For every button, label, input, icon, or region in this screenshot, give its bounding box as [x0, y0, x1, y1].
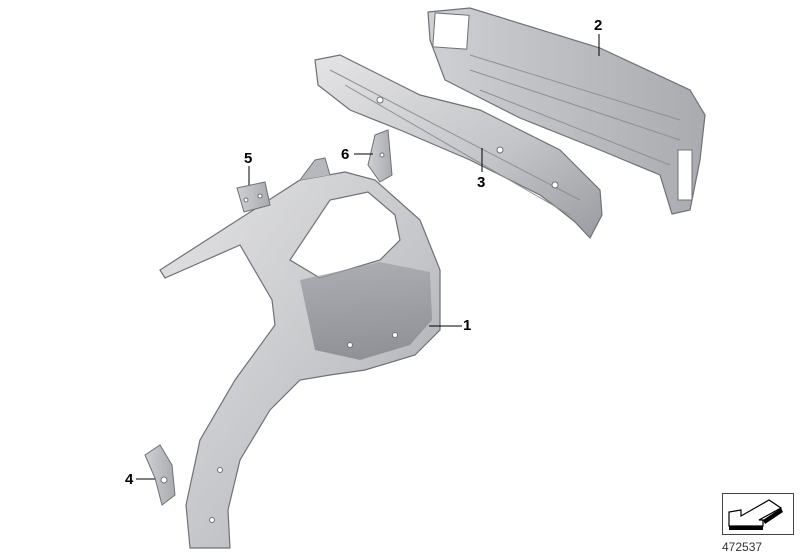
part-rear-crossmember[interactable]: [314, 54, 603, 240]
callout-6[interactable]: 6: [341, 146, 350, 163]
part-side-panel[interactable]: [159, 157, 441, 549]
callout-1[interactable]: 1: [463, 317, 472, 334]
document-number: 472537: [722, 540, 763, 554]
part-lower-bracket[interactable]: [144, 444, 176, 506]
callout-2[interactable]: 2: [594, 17, 603, 34]
callout-4[interactable]: 4: [125, 471, 134, 488]
callout-5[interactable]: 5: [244, 150, 253, 167]
nav-arrow-button[interactable]: [722, 493, 794, 535]
part-rear-panel[interactable]: [427, 7, 706, 215]
part-small-bracket[interactable]: [236, 181, 271, 213]
callout-3[interactable]: 3: [477, 174, 486, 191]
arrow-down-left-icon: [728, 499, 783, 530]
part-corner-bracket[interactable]: [367, 129, 393, 183]
